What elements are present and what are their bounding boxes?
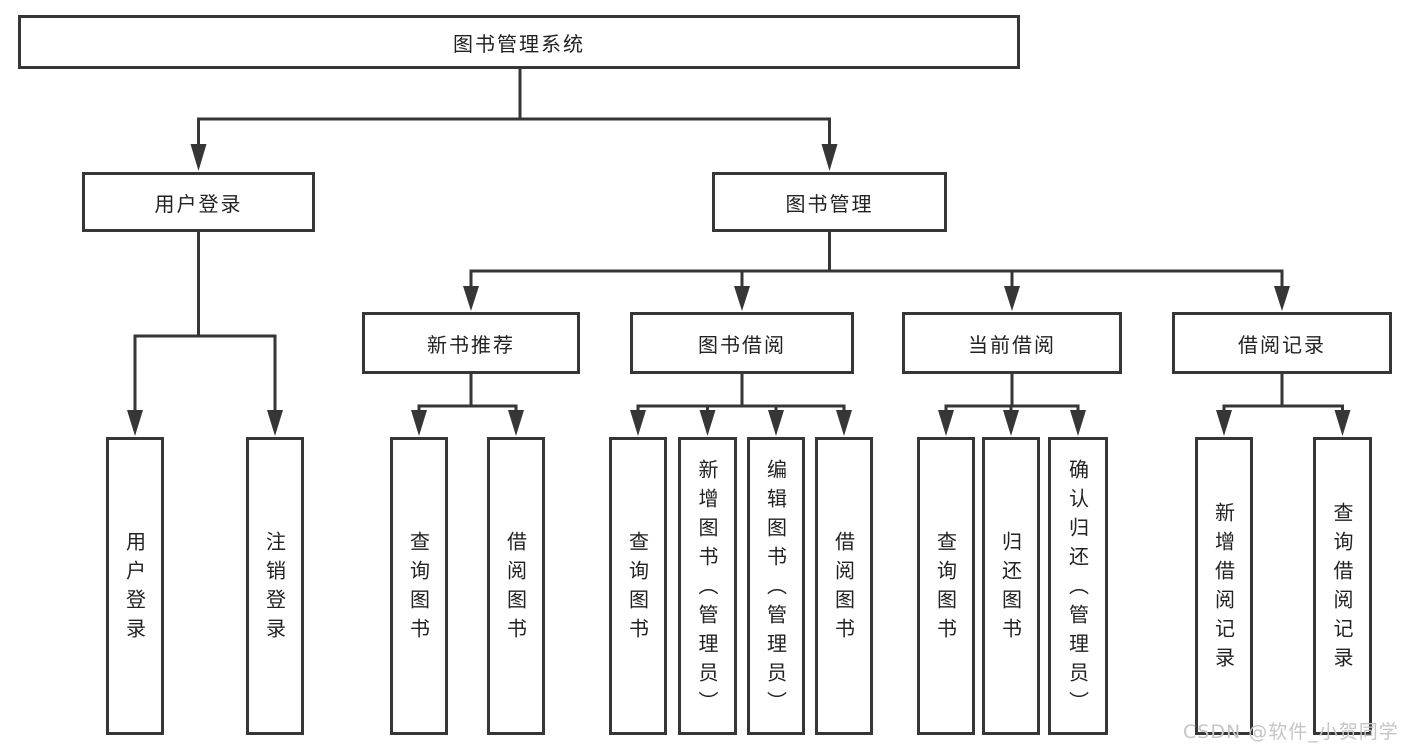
leaf-records-query-borrow-record: 查询借阅记录 bbox=[1313, 437, 1372, 735]
arrowheads bbox=[127, 144, 1351, 436]
leaf-newbook-borrow-books: 借阅图书 bbox=[487, 437, 545, 735]
node-user-login-branch: 用户登录 bbox=[82, 172, 315, 232]
leaf-current-confirm-return-admin: 确认归还（管理员） bbox=[1048, 437, 1108, 735]
leaf-borrow-query-books: 查询图书 bbox=[609, 437, 667, 735]
leaf-user-login: 用户登录 bbox=[106, 437, 164, 735]
node-root-system: 图书管理系统 bbox=[18, 15, 1020, 69]
leaf-records-add-borrow-record: 新增借阅记录 bbox=[1195, 437, 1253, 735]
leaf-current-query-books: 查询图书 bbox=[917, 437, 975, 735]
leaf-borrow-add-books-admin: 新增图书（管理员） bbox=[678, 437, 737, 735]
leaf-borrow-borrow-books: 借阅图书 bbox=[815, 437, 873, 735]
leaf-newbook-query-books: 查询图书 bbox=[390, 437, 448, 735]
csdn-watermark: CSDN @软件_小贺同学 bbox=[1183, 721, 1399, 743]
node-current-borrow: 当前借阅 bbox=[902, 312, 1122, 374]
node-book-borrow: 图书借阅 bbox=[630, 312, 854, 374]
leaf-current-return-books: 归还图书 bbox=[982, 437, 1040, 735]
node-borrow-records: 借阅记录 bbox=[1172, 312, 1392, 374]
node-book-management-branch: 图书管理 bbox=[712, 172, 947, 232]
node-new-book-recommend: 新书推荐 bbox=[362, 312, 580, 374]
leaf-logout: 注销登录 bbox=[246, 437, 304, 735]
leaf-borrow-edit-books-admin: 编辑图书（管理员） bbox=[747, 437, 805, 735]
